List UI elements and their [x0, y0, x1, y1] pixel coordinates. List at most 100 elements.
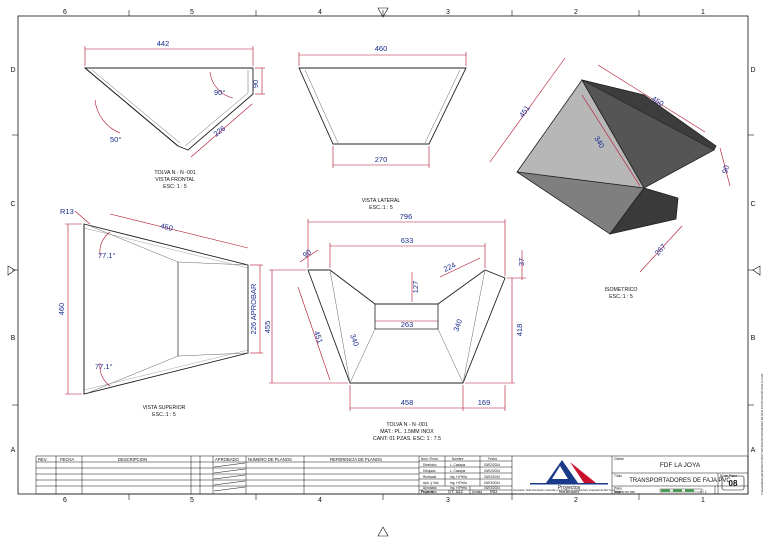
sign-header-2: Fecha — [488, 457, 497, 461]
col-bot-6: 6 — [63, 497, 67, 504]
front-view: 442 90 90° 50° 226 TOLVA N - N -001 VIST… — [83, 39, 265, 190]
front-caption-1: TOLVA N - N -001 — [154, 170, 195, 176]
sign-role-0: Diseñado — [423, 463, 437, 467]
row-left-A: A — [11, 447, 16, 454]
sign-name-1: L. Casapia — [450, 469, 465, 473]
rev-header-rev: REV. — [38, 457, 47, 462]
lateral-caption-2: ESC.:1 : 5 — [369, 205, 393, 211]
col-bot-1: 1 — [701, 497, 705, 504]
sign-name-2: Ing. H.Peña — [450, 475, 467, 479]
sign-date-1: 03/02/2024 — [484, 469, 500, 473]
client-name: FDF LA JOYA — [660, 462, 701, 469]
flat-dim-diag-l: 451 — [312, 330, 325, 345]
col-top-3: 3 — [446, 9, 450, 16]
flat-dim-right-small: 224 — [442, 260, 457, 273]
col-top-1: 1 — [701, 9, 705, 16]
proyeccion-label: Proyección — [421, 490, 437, 494]
sign-date-4: 03/03/2024 — [484, 486, 500, 490]
ot-value: OT: 522 — [448, 489, 463, 494]
row-left-B: B — [11, 335, 16, 342]
col-top-5: 5 — [190, 9, 194, 16]
outer-border — [17, 15, 749, 495]
row-right-A: A — [751, 447, 756, 454]
lateral-caption-1: VISTA LATERAL — [362, 198, 401, 204]
flat-pattern-view: 796 633 90 224 37 127 263 455 418 451 34… — [263, 212, 526, 442]
lateral-view: 460 270 VISTA LATERAL ESC.:1 : 5 — [298, 44, 467, 211]
flat-dim-right-edge: 37 — [517, 258, 526, 266]
company-logo: Proyectos Industriales — [530, 460, 608, 494]
scale-bar — [659, 488, 703, 493]
flat-caption-2: MAT.: PL. 1.5MM INOX — [380, 429, 434, 435]
plano-label: Plano — [614, 487, 622, 491]
sup-dim-right: 226 APROBAR — [249, 283, 258, 334]
sign-role-4: Aprobado — [423, 486, 437, 490]
front-caption-2: VISTA FRONTAL — [155, 177, 195, 183]
col-top-4: 4 — [318, 9, 322, 16]
col-bot-4: 4 — [318, 497, 322, 504]
rev-header-ref: REFERENCIA DE PLANOS — [330, 457, 382, 462]
sup-dim-radius: R13 — [60, 207, 74, 216]
flat-dim-left-small: 90 — [301, 247, 313, 259]
drawing-title: TRANSPORTADORES DE FAJA PVC — [629, 478, 731, 484]
hoja-label: Hoja — [614, 490, 621, 494]
row-right-D: D — [750, 67, 755, 74]
sheet-number: 08 — [729, 479, 738, 488]
row-right-C: C — [750, 201, 755, 208]
col-bot-2: 2 — [574, 497, 578, 504]
sign-date-2: 03/03/2024 — [484, 475, 500, 479]
center-mark-right — [752, 265, 761, 276]
col-top-2: 2 — [574, 9, 578, 16]
sheet-number-box — [721, 475, 745, 491]
unidad-value: IND. — [490, 489, 498, 494]
flat-dim-bottom-r: 169 — [478, 398, 491, 407]
sup-dim-top: 450 — [160, 221, 174, 233]
flat-dim-diag-l2: 340 — [348, 333, 361, 348]
logo-text: Proyectos — [558, 485, 581, 491]
front-dim-height: 90 — [251, 80, 260, 88]
rev-header-aprobado: APROBADO — [215, 457, 239, 462]
sup-caption-1: VISTA SUPERIOR — [143, 405, 186, 411]
sign-name-4: Ing. H.Peña — [450, 486, 467, 490]
flat-dim-right-h: 418 — [515, 324, 524, 337]
flat-dim-notch-h: 127 — [411, 281, 420, 294]
isometric-view: 450 451 340 90 267 ISOMETRICO ESC.:1 : 5 — [489, 57, 731, 300]
sup-dim-angle-bottom: 77.1° — [95, 362, 113, 371]
sign-header-1: Nombre — [452, 457, 464, 461]
front-dim-angle-left: 50° — [110, 135, 121, 144]
col-bot-5: 5 — [190, 497, 194, 504]
unidad-label: Unidad — [472, 490, 482, 494]
iso-dim-b: 451 — [517, 104, 532, 119]
sign-role-2: Revisado — [423, 475, 437, 479]
frame-ticks — [12, 10, 754, 500]
cliente-label: Cliente — [614, 457, 624, 461]
flat-dim-inner: 633 — [401, 236, 414, 245]
row-left-C: C — [10, 201, 15, 208]
side-path-note: C:\Users\Desktop\PROYECTOS\OT 522\TRANSP… — [760, 373, 764, 495]
flat-dim-notch-w: 263 — [401, 320, 414, 329]
sign-date-3: 03/03/2024 — [484, 481, 500, 485]
rev-header-desc: DESCRIPCION — [118, 457, 147, 462]
flat-dim-diag-r2: 340 — [451, 318, 464, 333]
sign-name-3: Ing. H.Peña — [450, 481, 467, 485]
lateral-dim-bottom: 270 — [375, 155, 388, 164]
col-top-6: 6 — [63, 9, 67, 16]
title-block — [35, 455, 749, 495]
front-dim-slant: 226 — [212, 124, 227, 139]
front-dim-angle-right: 90° — [214, 88, 225, 97]
flat-caption-1: TOLVA N - N -001 — [386, 422, 427, 428]
rev-header-fecha: FECHA — [60, 457, 74, 462]
confidential-notice: Importante: Toda información contenida e… — [513, 489, 616, 492]
logo-sub: Industriales — [559, 489, 579, 494]
superior-view: R13 450 460 77.1° 77.1° 226 APROBAR VIST… — [57, 207, 263, 418]
sup-dim-angle-top: 77.1° — [98, 251, 116, 260]
rev-header-num: NUMERO DE PLANOS — [248, 457, 292, 462]
sign-name-0: L. Casapia — [450, 463, 465, 467]
hoja-value: 1 / 1 — [700, 490, 707, 494]
modelo-label: Modelo en mm — [614, 490, 635, 494]
sup-caption-2: ESC.:1 : 5 — [152, 412, 176, 418]
flat-caption-3: CANT: 01 PZAS. ESC: 1 : 7.5 — [373, 436, 441, 442]
titulo-label: Título — [614, 474, 622, 478]
iso-dim-d: 90 — [720, 164, 731, 174]
front-dim-width: 442 — [157, 39, 170, 48]
flat-dim-bottom: 458 — [401, 398, 414, 407]
